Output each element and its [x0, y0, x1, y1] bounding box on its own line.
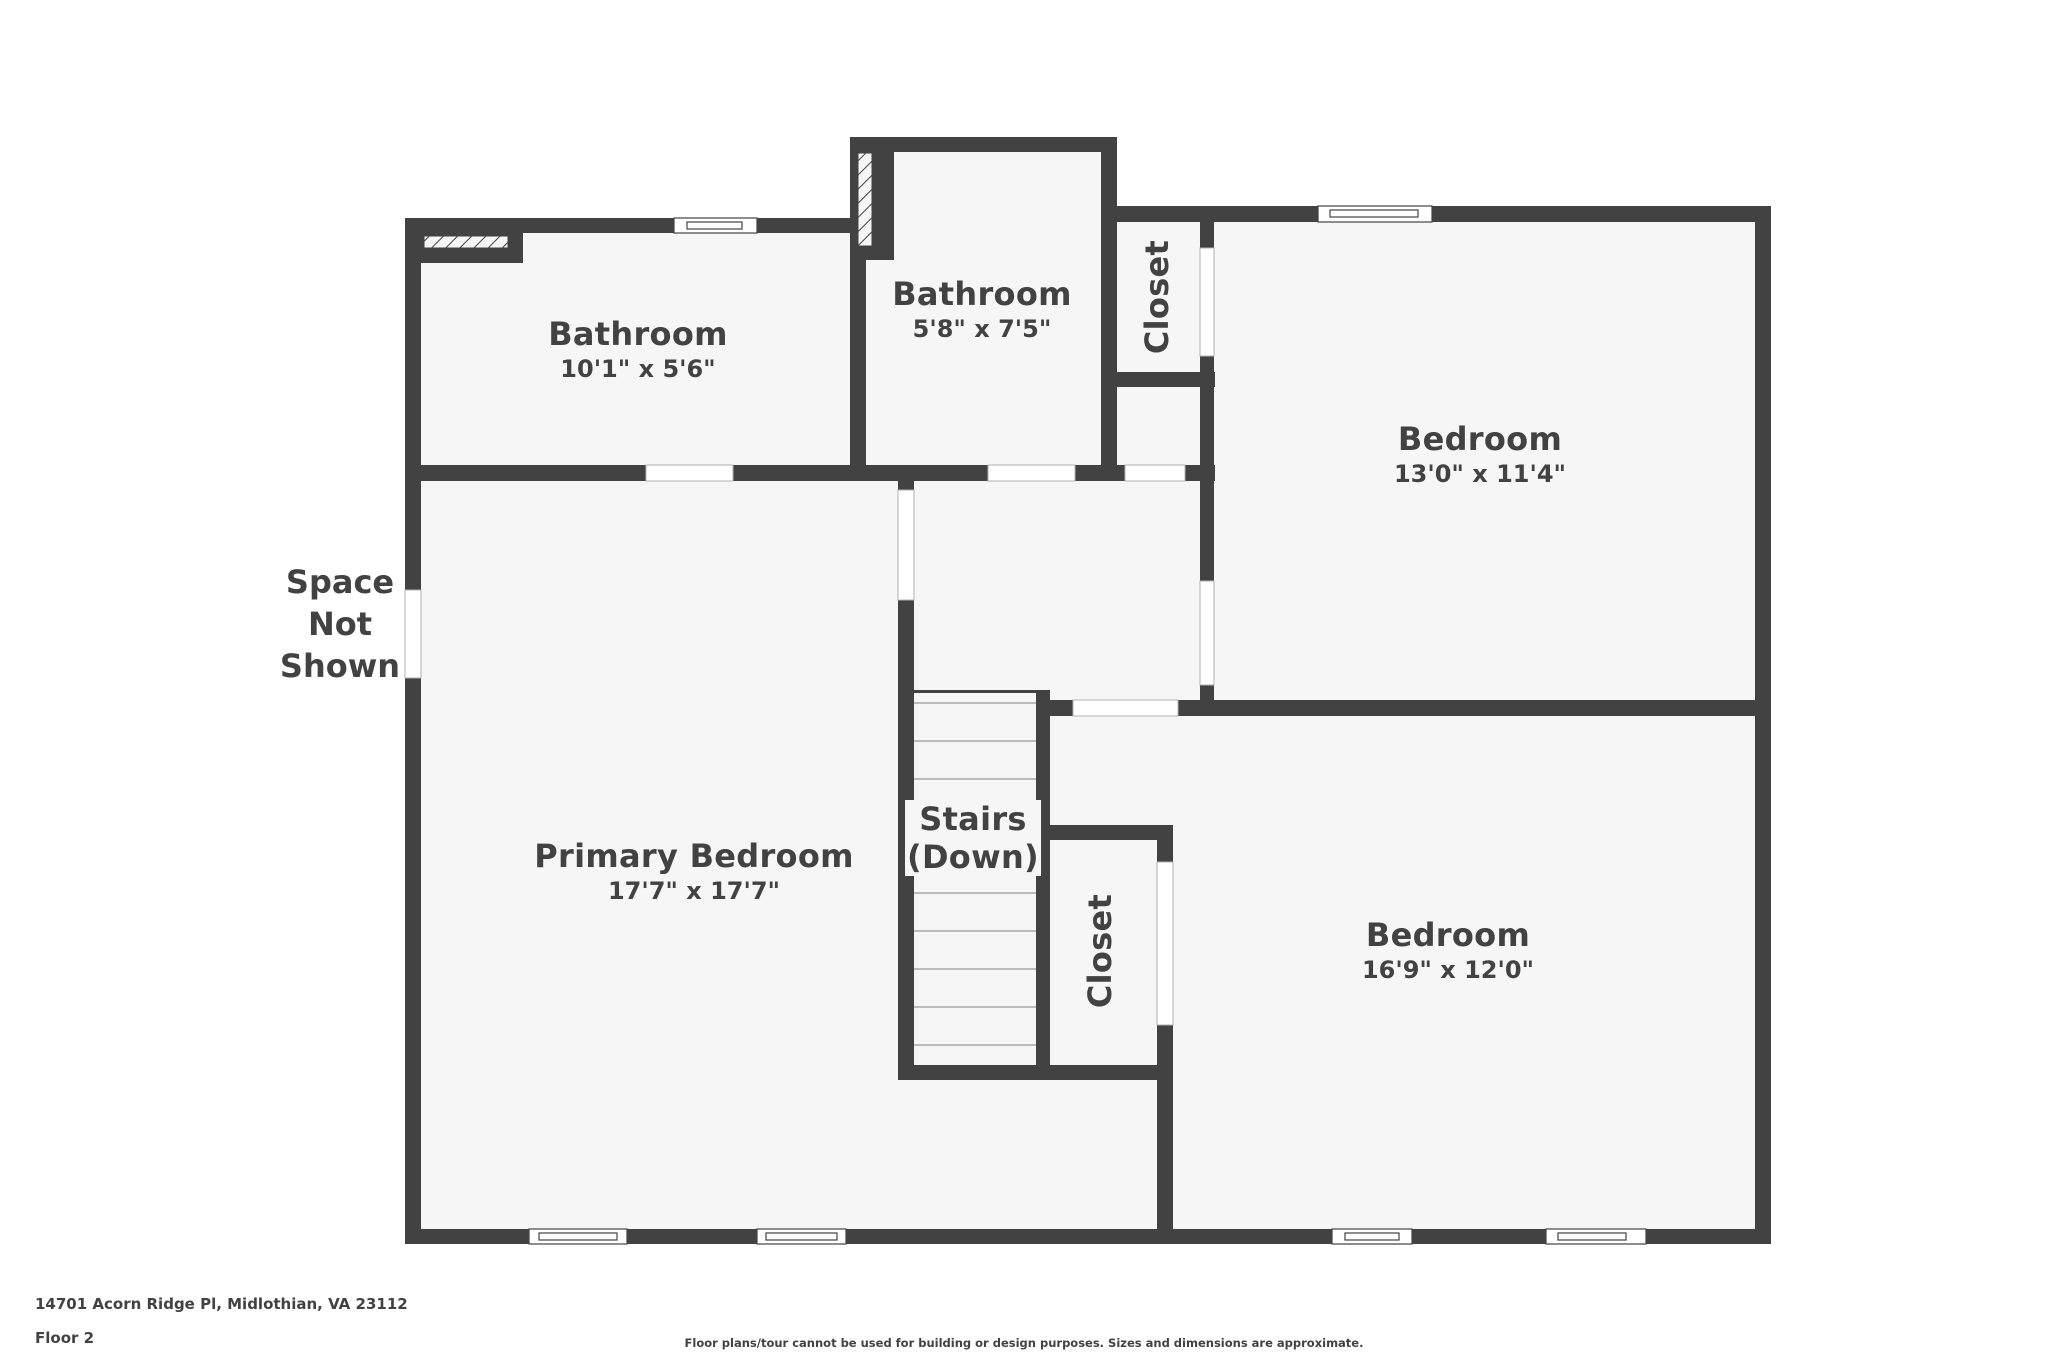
room-name: Closet [1081, 893, 1119, 1009]
room-dimensions: 10'1" x 5'6" [560, 355, 716, 383]
floor-bathroom-left [421, 233, 850, 465]
property-address: 14701 Acorn Ridge Pl, Midlothian, VA 231… [35, 1295, 408, 1313]
door-bathroom-left [645, 464, 734, 482]
window-bedroom-lower-2 [1545, 1228, 1647, 1245]
door-bedroom-upper-right [1199, 580, 1215, 686]
window-bathroom-left [673, 217, 758, 234]
room-name: Primary Bedroom [534, 837, 854, 875]
space-not-shown-label: Space Not Shown [280, 561, 400, 687]
room-label-bedroom-lower-right: Bedroom 16'9" x 12'0" [1362, 916, 1534, 986]
door-closet-nook [1124, 464, 1186, 482]
door-bedroom-lower-right-hall [1072, 699, 1179, 717]
hatch-block-left [423, 235, 509, 249]
floor-bathroom-top [864, 152, 1101, 465]
room-label-bathroom-top: Bathroom 5'8" x 7'5" [892, 275, 1072, 345]
floor-label: Floor 2 [35, 1329, 95, 1347]
room-name: Closet [1138, 239, 1176, 355]
windows [528, 205, 1647, 1245]
room-name: Stairs [905, 800, 1041, 838]
door-closet-lower [1156, 861, 1174, 1026]
window-primary-1 [528, 1228, 628, 1245]
room-label-bathroom-left: Bathroom 10'1" x 5'6" [548, 315, 728, 385]
room-name: Bathroom [548, 315, 728, 353]
room-label-bedroom-upper-right: Bedroom 13'0" x 11'4" [1394, 420, 1566, 490]
floor-stairs [914, 700, 1042, 1065]
room-dimensions: 5'8" x 7'5" [912, 315, 1052, 343]
room-name: Bathroom [892, 275, 1072, 313]
room-label-stairs: Stairs (Down) [905, 800, 1041, 876]
hatched-blocks [423, 152, 873, 249]
room-dimensions: 16'9" x 12'0" [1361, 956, 1535, 984]
door-openings [404, 247, 1215, 1026]
window-bedroom-lower-1 [1331, 1228, 1413, 1245]
space-not-shown-line-3: Shown [279, 647, 401, 685]
room-dimensions: 17'7" x 17'7" [607, 877, 781, 905]
room-name: Bedroom [1365, 916, 1531, 954]
room-name: Bedroom [1397, 420, 1563, 458]
door-primary-bedroom [897, 489, 915, 601]
window-primary-2 [756, 1228, 847, 1245]
door-bathroom-top [987, 464, 1076, 482]
room-label-primary-bedroom: Primary Bedroom 17'7" x 17'7" [534, 837, 854, 907]
opening-space-not-shown [404, 589, 422, 679]
door-closet-upper [1199, 247, 1215, 357]
room-floors [421, 152, 1755, 1229]
disclaimer-text: Floor plans/tour cannot be used for buil… [684, 1336, 1364, 1350]
floor-closet-nook [1116, 386, 1200, 465]
room-name-line2: (Down) [905, 838, 1041, 876]
room-dimensions: 13'0" x 11'4" [1393, 460, 1567, 488]
floor-bedroom-upper-right [1214, 222, 1755, 700]
hatch-block-top [857, 152, 873, 247]
space-not-shown-line-1: Space [285, 563, 395, 601]
floor-closet-upper [1116, 222, 1200, 372]
room-label-closet-upper: Closet [1138, 240, 1176, 354]
window-bedroom-upper-right [1317, 205, 1433, 223]
room-label-closet-lower: Closet [1081, 894, 1119, 1008]
space-not-shown-line-2: Not [307, 605, 373, 643]
